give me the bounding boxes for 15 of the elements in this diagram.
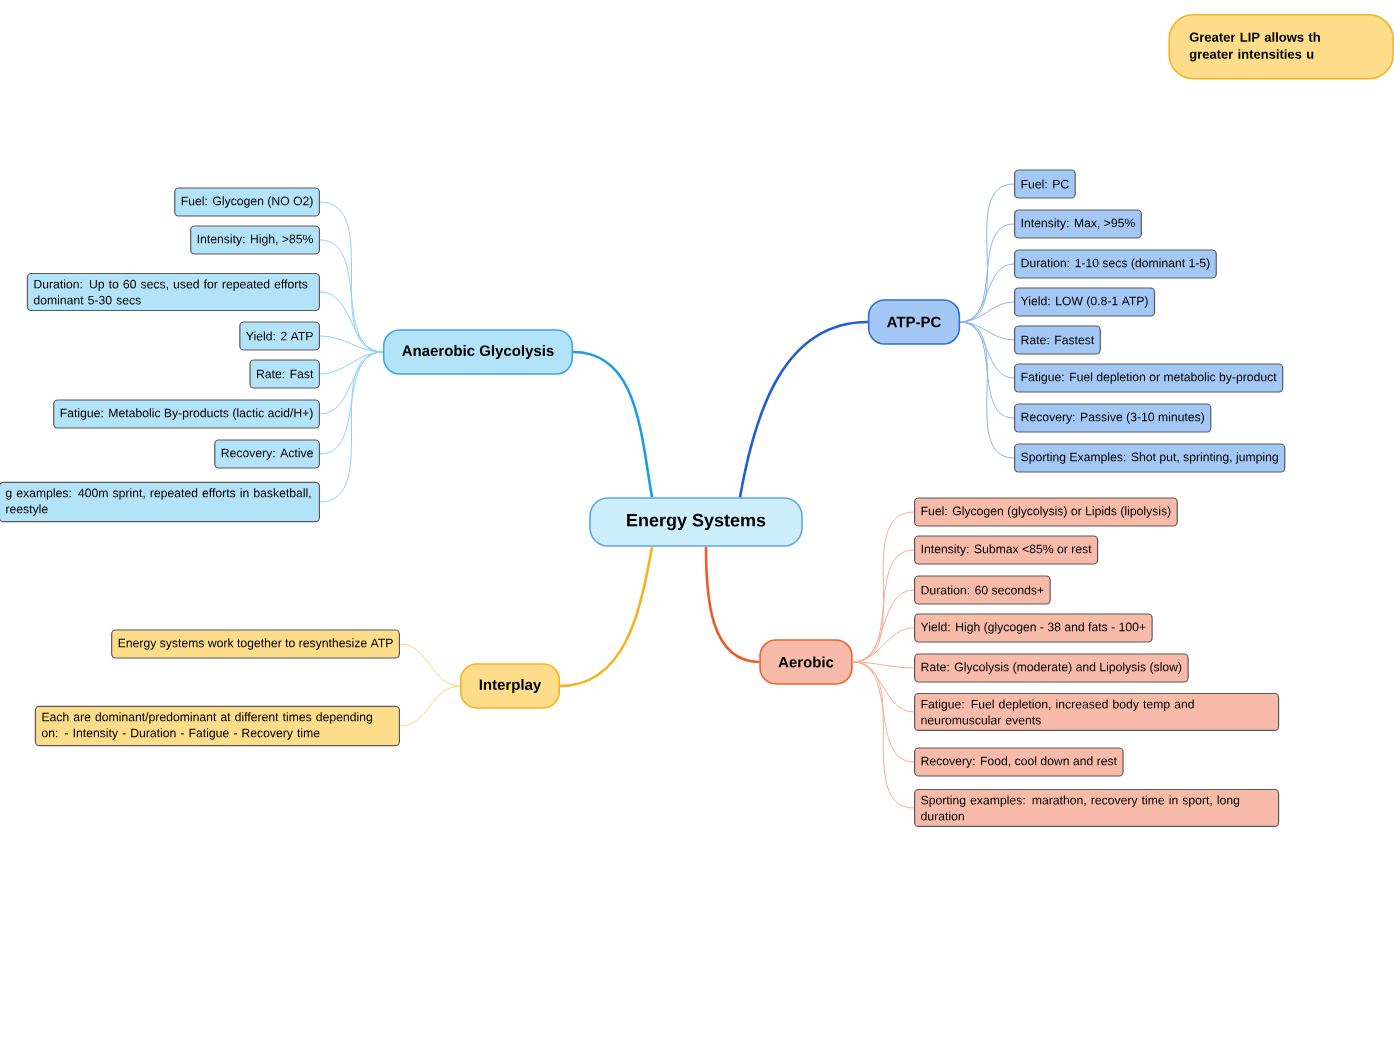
connector-line [959,321,1015,419]
connector-line [704,546,760,664]
connector-line [399,643,461,687]
connector-line [399,685,461,727]
connector-line [852,661,915,669]
connector-line [738,320,868,498]
central-topic: Energy Systems [589,497,803,547]
connector-line [319,335,384,353]
connector-line [319,351,384,455]
connector-line [319,351,384,503]
connector-line [959,321,1015,459]
connector-line [572,350,654,498]
connector-line [959,301,1015,323]
connector-line [852,661,915,809]
connector-line [559,546,654,688]
